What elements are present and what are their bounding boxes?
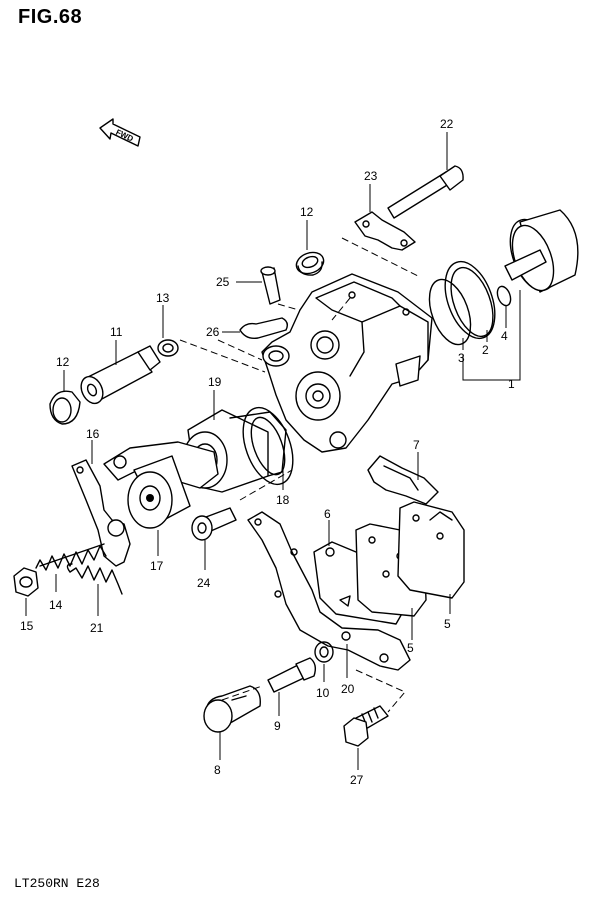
part-11-slide-pin xyxy=(80,340,161,405)
callout-14: 14 xyxy=(49,598,63,612)
part-27-bolt xyxy=(343,669,406,770)
figure-title: FIG.68 xyxy=(18,6,83,28)
callout-labels: 22 23 12 25 13 11 26 12 19 16 7 18 6 17 … xyxy=(20,117,515,787)
callout-19: 19 xyxy=(208,375,222,389)
callout-11: 11 xyxy=(110,325,123,339)
part-1-piston xyxy=(462,209,579,381)
callout-1: 1 xyxy=(508,377,515,391)
part-18-gasket xyxy=(239,406,294,501)
part-26-cap xyxy=(222,317,289,340)
part-24-bolt xyxy=(191,507,237,570)
part-20-bracket xyxy=(247,511,411,678)
part-22-bolt xyxy=(387,132,464,219)
part-7-pad-spring xyxy=(367,452,439,505)
callout-20: 20 xyxy=(341,682,355,696)
part-15-nut xyxy=(13,567,39,616)
forward-arrow-icon: FWD xyxy=(99,118,141,147)
callout-5-inner: 5 xyxy=(407,641,414,655)
part-3-seal xyxy=(428,278,472,350)
callout-21: 21 xyxy=(90,621,104,635)
callout-12-lower: 12 xyxy=(56,355,70,369)
callout-2: 2 xyxy=(482,343,489,357)
callout-26: 26 xyxy=(206,325,220,339)
part-10-washer xyxy=(314,641,334,682)
callout-18: 18 xyxy=(276,493,290,507)
part-5-pad-outer xyxy=(397,501,465,614)
callout-15: 15 xyxy=(20,619,34,633)
part-12-boot-upper xyxy=(295,220,325,276)
alignment-line xyxy=(331,297,351,321)
callout-17: 17 xyxy=(150,559,164,573)
callout-13: 13 xyxy=(156,291,170,305)
callout-23: 23 xyxy=(364,169,378,183)
part-9-pin-bolt xyxy=(267,657,317,716)
callout-8: 8 xyxy=(214,763,221,777)
part-21-spring xyxy=(66,563,123,616)
model-code-label: LT250RN E28 xyxy=(14,876,100,891)
callout-27: 27 xyxy=(350,773,364,787)
fwd-label: FWD xyxy=(114,128,135,144)
caliper-body xyxy=(261,273,433,453)
callout-16: 16 xyxy=(86,427,100,441)
part-13-ring xyxy=(157,305,266,373)
callout-25: 25 xyxy=(216,275,230,289)
callout-4: 4 xyxy=(501,329,508,343)
callout-6: 6 xyxy=(324,507,331,521)
part-8-bolt xyxy=(203,685,263,760)
alignment-line xyxy=(217,339,263,361)
callout-12: 12 xyxy=(300,205,314,219)
part-17-cam xyxy=(127,455,191,556)
callout-10: 10 xyxy=(316,686,330,700)
callout-3: 3 xyxy=(458,351,465,365)
callout-7: 7 xyxy=(413,438,420,452)
part-12-boot-lower xyxy=(49,370,81,425)
callout-5-outer: 5 xyxy=(444,617,451,631)
part-14-spring xyxy=(35,543,107,592)
part-4-washer xyxy=(496,285,512,328)
part-23-plate xyxy=(341,184,419,277)
part-2-seal xyxy=(444,260,496,342)
callout-22: 22 xyxy=(440,117,454,131)
callout-9: 9 xyxy=(274,719,281,733)
callout-24: 24 xyxy=(197,576,211,590)
